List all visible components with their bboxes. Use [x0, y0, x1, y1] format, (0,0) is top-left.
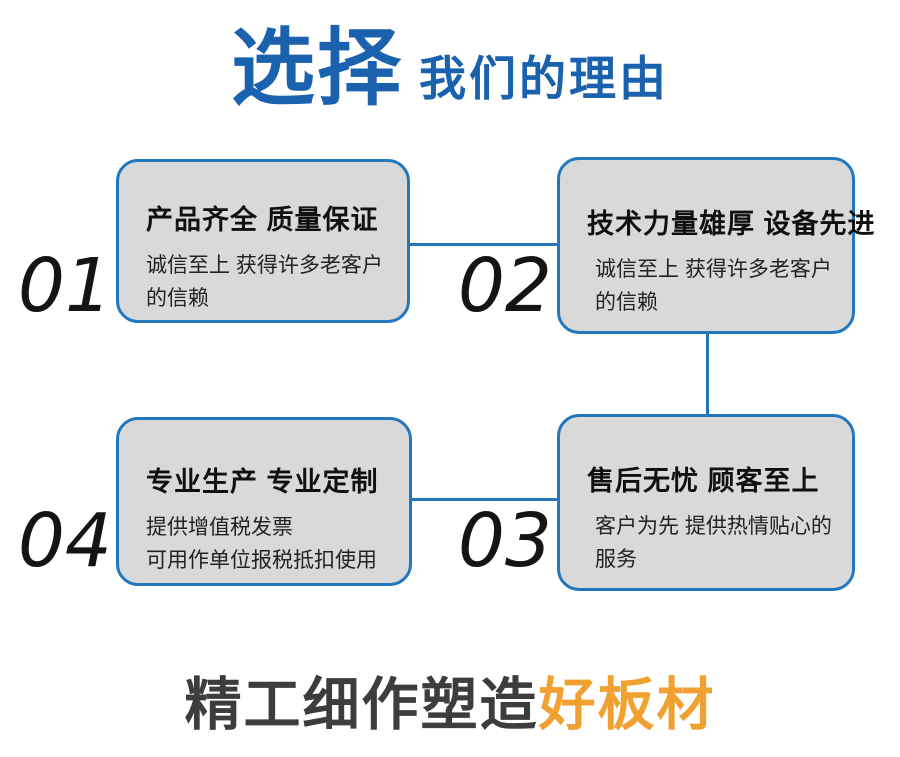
reason-card-description-line-1: 客户为先 提供热情贴心的 [595, 515, 832, 538]
step-number-01: 01 [17, 243, 112, 329]
page-title: 选择 我们的理由 [231, 21, 670, 115]
connector-line-vertical [706, 334, 709, 415]
reason-card-description-line-2: 服务 [595, 547, 637, 571]
step-number-04: 04 [17, 498, 112, 584]
reason-card-04: 专业生产 专业定制 提供增值税发票 可用作单位报税抵扣使用 [116, 417, 412, 586]
page-title-accent: 选择 [231, 21, 404, 115]
footer-slogan: 精工细作塑造好板材 [0, 671, 900, 739]
reason-card-02: 技术力量雄厚 设备先进 诚信至上 获得许多老客户 的信赖 [557, 157, 876, 334]
reason-card-description: 提供增值税发票 可用作单位报税抵扣使用 [146, 512, 391, 577]
reason-card-title: 技术力量雄厚 设备先进 [587, 209, 876, 239]
reason-card-title: 售后无忧 顾客至上 [587, 466, 820, 496]
reason-card-01: 产品齐全 质量保证 诚信至上 获得许多老客户 的信赖 [116, 159, 410, 323]
reason-card-description-line-2: 可用作单位报税抵扣使用 [146, 548, 377, 572]
reason-card-description: 诚信至上 获得许多老客户 的信赖 [595, 254, 834, 319]
reason-card-03: 售后无忧 顾客至上 客户为先 提供热情贴心的 服务 [557, 414, 855, 591]
reason-card-description-line-1: 提供增值税发票 [146, 516, 293, 539]
step-number-03: 03 [457, 498, 552, 584]
footer-slogan-dark-text: 精工细作塑造 [184, 673, 539, 737]
reason-card-description-line-2: 的信赖 [146, 286, 209, 310]
reason-card-description-line-2: 的信赖 [595, 290, 658, 314]
step-number-02: 02 [457, 243, 552, 329]
footer-slogan-accent-text: 好板材 [538, 673, 716, 737]
reason-card-title: 产品齐全 质量保证 [146, 205, 379, 235]
reason-card-description: 诚信至上 获得许多老客户 的信赖 [146, 250, 389, 315]
connector-line-bottom [412, 498, 557, 501]
connector-line-top [410, 243, 557, 246]
reason-card-title: 专业生产 专业定制 [146, 467, 379, 497]
reason-card-description-line-1: 诚信至上 获得许多老客户 [146, 254, 383, 277]
reason-card-description: 客户为先 提供热情贴心的 服务 [595, 511, 834, 576]
page-title-rest: 我们的理由 [419, 52, 670, 106]
reason-card-description-line-1: 诚信至上 获得许多老客户 [595, 258, 832, 281]
